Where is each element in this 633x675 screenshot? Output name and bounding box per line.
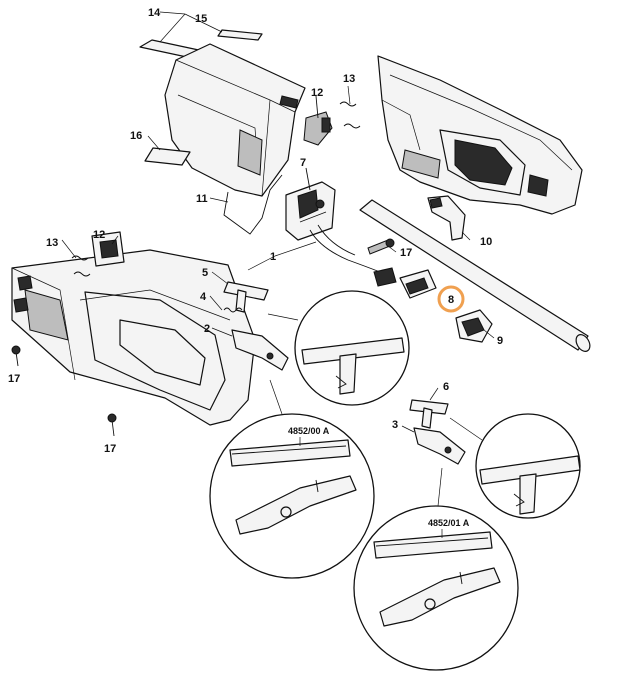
part-9-switch [455,309,493,343]
variant-code-left: 4852/00 A [288,426,330,436]
magnifier-trigger-right [353,467,519,671]
magnifier-trigger-left [209,379,375,579]
connector-a [373,267,397,287]
label-part-7: 7 [300,157,306,169]
part-17-screw-middle [367,238,395,255]
connector-b [399,269,437,299]
left-lower-housing [11,249,256,426]
part-13-spring-upper [339,85,361,129]
part-5-lever [223,281,269,313]
label-part-13-upper: 13 [343,73,355,85]
label-part-1: 1 [270,251,276,263]
part-3-trigger [413,427,466,465]
cable [309,224,381,273]
part-17-screw-left [11,345,21,367]
part-2-trigger [231,329,289,371]
part-10-clip [427,195,466,241]
right-housing-shell [377,55,583,215]
label-part-2: 2 [204,323,210,335]
label-part-6: 6 [443,381,449,393]
part-7-circuit-board [285,167,336,241]
part-15-strip [217,29,263,41]
part-12-bracket-lower [91,231,125,267]
variant-code-right: 4852/01 A [428,518,470,528]
label-part-16: 16 [130,130,142,142]
label-part-17-left: 17 [8,373,20,385]
part-12-terminal-upper [303,95,333,146]
part-4-spring [223,307,243,313]
shaft-tube [359,199,591,352]
part-16-label [144,147,191,166]
part-6-lever [409,399,449,429]
label-part-15: 15 [195,13,207,25]
label-part-9: 9 [497,335,503,347]
label-part-3: 3 [392,419,398,431]
label-part-10: 10 [480,236,492,248]
label-part-12-upper: 12 [311,87,323,99]
magnifier-lever-right [449,413,581,519]
label-part-4: 4 [200,291,207,303]
label-part-17-middle: 17 [400,247,412,259]
label-part-8[interactable]: 8 [448,294,454,306]
magnifier-lever-left [267,290,410,406]
label-part-12-lower: 12 [93,229,105,241]
part-11-wire-clip [223,174,283,235]
upper-housing-cover [164,43,306,197]
label-part-13-lower: 13 [46,237,58,249]
part-17-screw-bottom [107,413,117,437]
label-part-5: 5 [202,267,208,279]
label-part-17-bottom: 17 [104,443,116,455]
label-part-11: 11 [196,193,208,205]
label-part-14: 14 [148,7,161,19]
part-8-highlight-ring[interactable] [437,285,465,313]
